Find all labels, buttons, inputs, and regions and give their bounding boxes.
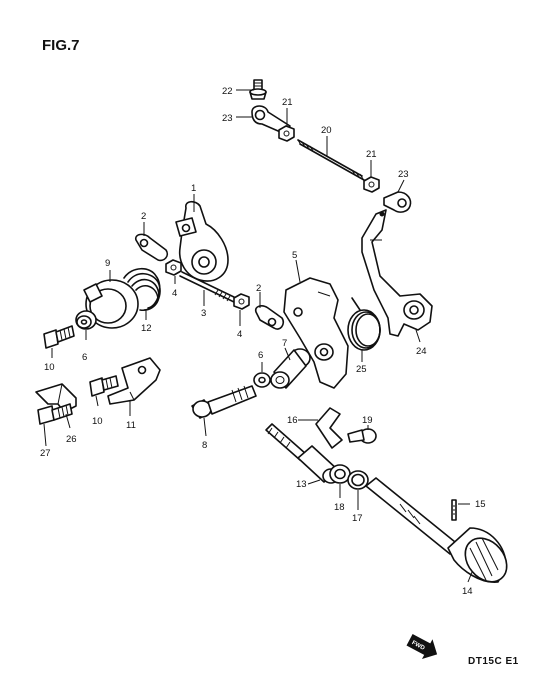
callout-15: 15: [475, 499, 486, 510]
callout-24: 24: [416, 346, 427, 357]
callout-21b: 21: [366, 149, 377, 160]
part-10-bolt-lower: [89, 375, 119, 397]
callout-2b: 2: [256, 283, 261, 294]
part-20-rod: [297, 139, 365, 181]
part-25-spring: [347, 297, 381, 351]
part-24-lever: [361, 209, 433, 337]
part-8-bolt: [191, 385, 257, 419]
callout-6a: 6: [82, 352, 87, 363]
part-5-bracket-plate: [283, 277, 349, 389]
part-18-washer: [329, 464, 351, 484]
callout-6b: 6: [258, 350, 263, 361]
callout-14: 14: [462, 586, 473, 597]
part-12-spring: [123, 267, 161, 312]
callout-10a: 10: [44, 362, 55, 373]
part-17-oring: [347, 470, 369, 490]
leader-lines: [43, 89, 473, 583]
part-10-bolt-upper: [43, 325, 75, 349]
callout-22: 22: [222, 86, 233, 97]
figure-code: DT15C E1: [468, 656, 519, 667]
callout-5: 5: [292, 250, 297, 261]
part-4-nut-upper: [165, 259, 182, 276]
callout-10b: 10: [92, 416, 103, 427]
part-21-nut-lower: [363, 176, 380, 193]
callout-labels: 22 23 21 20 21 23 1 2 9 5 4 2 3 12 4 6 6…: [40, 86, 486, 597]
part-1-lever: [175, 200, 229, 282]
callout-18: 18: [334, 502, 345, 513]
callout-20: 20: [321, 125, 332, 136]
part-3-rod: [179, 271, 237, 303]
part-27-bolt: [37, 403, 73, 425]
part-9-drum: [75, 279, 139, 330]
part-7-collar: [270, 348, 311, 389]
callout-26: 26: [66, 434, 77, 445]
part-23-ball-joint-lower: [383, 191, 412, 213]
part-2-link-left: [134, 233, 169, 262]
part-4-nut-lower: [233, 293, 250, 310]
callout-19: 19: [362, 415, 373, 426]
part-6-washer-left: [76, 315, 92, 329]
part-19-screw: [347, 428, 377, 444]
callout-17: 17: [352, 513, 363, 524]
callout-16: 16: [287, 415, 298, 426]
callout-2a: 2: [141, 211, 146, 222]
callout-25: 25: [356, 364, 367, 375]
callout-4a: 4: [172, 288, 177, 299]
part-2-link-right: [254, 305, 285, 330]
callout-11: 11: [126, 420, 136, 431]
figure-title: FIG.7: [42, 37, 80, 54]
callout-23b: 23: [398, 169, 409, 180]
callout-13: 13: [296, 479, 307, 490]
callout-12: 12: [141, 323, 152, 334]
callout-7: 7: [282, 338, 287, 349]
callout-21a: 21: [282, 97, 293, 108]
part-16-bracket: [315, 407, 343, 449]
part-21-nut-upper: [278, 125, 295, 142]
callout-9: 9: [105, 258, 110, 269]
callout-27: 27: [40, 448, 51, 459]
callout-1: 1: [191, 183, 196, 194]
callout-4b: 4: [237, 329, 242, 340]
part-6-washer-center: [253, 372, 271, 388]
part-11-bracket: [107, 357, 161, 405]
callout-8: 8: [202, 440, 207, 451]
callout-23a: 23: [222, 113, 233, 124]
part-15-pin: [451, 499, 457, 521]
fwd-arrow-icon: FWD: [406, 634, 438, 660]
callout-3: 3: [201, 308, 206, 319]
part-14-knob-shaft: [365, 477, 508, 583]
